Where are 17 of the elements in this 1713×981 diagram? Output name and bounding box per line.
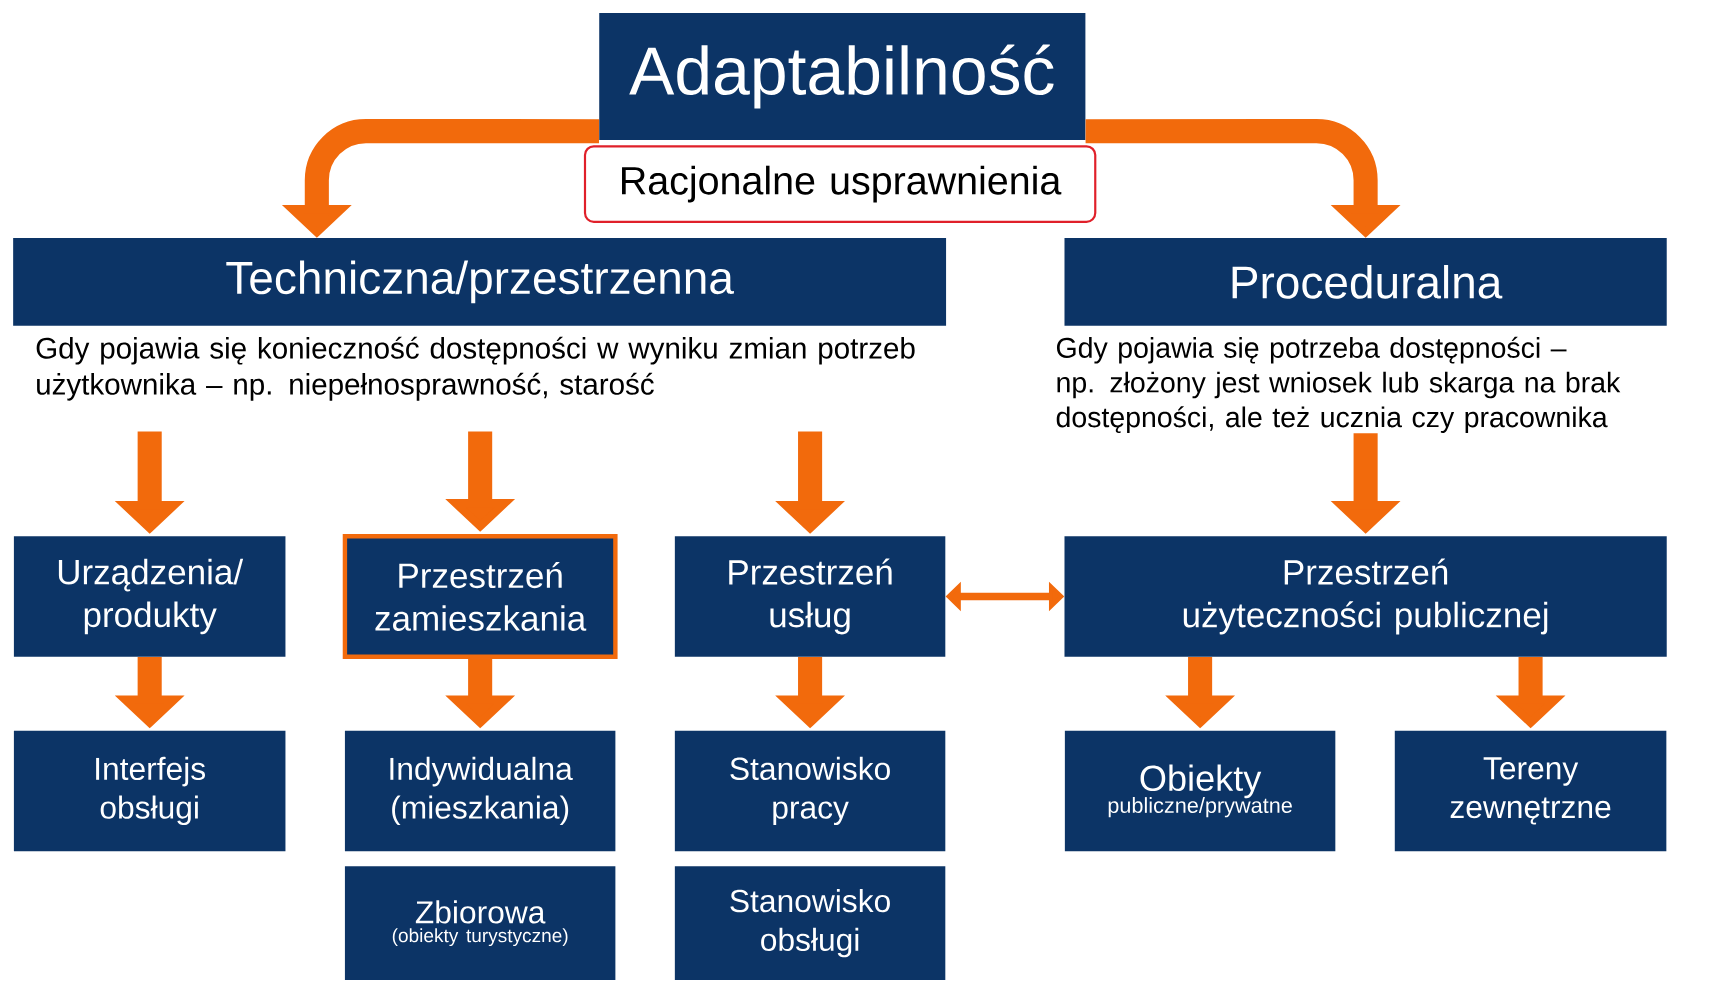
category-box: Zbiorowa (obiekty turystyczne) — [344, 866, 616, 981]
category-box: Przestrzeń użyteczności publicznej — [1064, 536, 1667, 657]
category-box: Techniczna/przestrzenna — [13, 238, 947, 326]
rounded-box: Racjonalne usprawnienia — [583, 145, 1097, 223]
category-box: Obiekty publiczne/prywatne — [1064, 730, 1336, 852]
description-text: Gdy pojawia się potrzeba dostępności – np. złożony jest wniosek lub skarga na brak dostępności, ale też ucznia czy pracownika — [1056, 336, 1621, 433]
category-box: Stanowisko obsługi — [674, 866, 946, 981]
category-box: Przestrzeń usług — [674, 536, 946, 657]
title-box: Adaptabilność — [599, 12, 1086, 140]
category-box: Indywidualna (mieszkania) — [344, 730, 616, 852]
description-text: Gdy pojawia się konieczność dostępności w wyniku zmian potrzeb użytkownika – np. niepełnosprawność, starość — [36, 336, 915, 401]
highlighted-box: Przestrzeń zamieszkania — [342, 534, 618, 659]
category-box: Urządzenia/ produkty — [13, 536, 286, 657]
category-box: Proceduralna — [1064, 238, 1667, 326]
category-box: Tereny zewnętrzne — [1394, 730, 1667, 852]
category-box: Stanowisko pracy — [674, 730, 946, 852]
category-box: Interfejs obsługi — [13, 730, 286, 852]
